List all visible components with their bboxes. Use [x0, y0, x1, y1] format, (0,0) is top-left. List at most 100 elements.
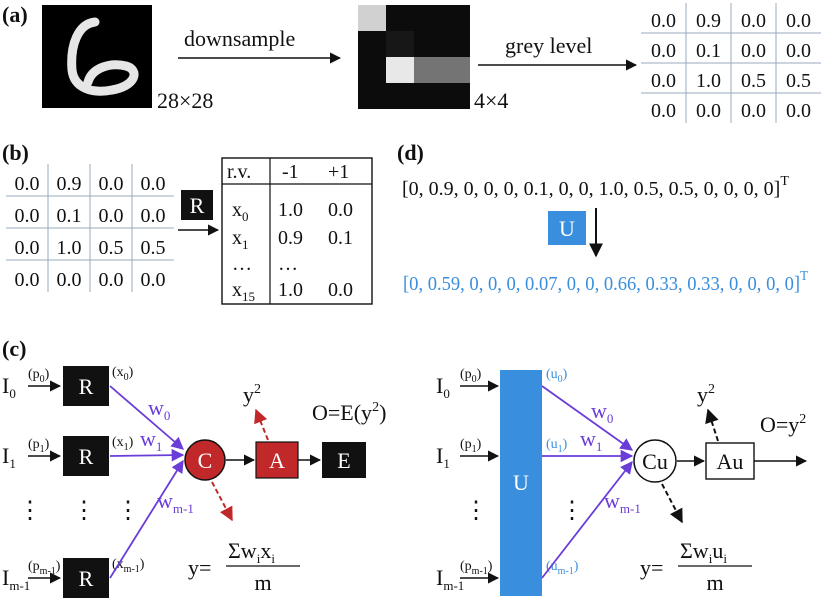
matrix-a-cell: 0.5 — [786, 70, 811, 92]
matrix-a-cell: 0.0 — [696, 100, 721, 122]
table-row-var: x1 — [232, 227, 249, 252]
matrix-b-cell: 0.5 — [99, 237, 124, 259]
vertical-dots-left: ⋮ — [18, 498, 42, 524]
matrix-a-cell: 1.0 — [696, 70, 721, 92]
svg-text:y=: y= — [640, 555, 663, 580]
table-row-neg: 1.0 — [278, 279, 303, 301]
weight-label-left: w1 — [140, 426, 162, 454]
panel-label-c: (c) — [2, 336, 26, 361]
grid-cell — [414, 31, 442, 57]
panel-label-a: (a) — [2, 2, 28, 27]
matrix-b-cell: 0.0 — [141, 205, 166, 227]
weight-label-right: w1 — [580, 426, 602, 454]
matrix-a-cell: 0.0 — [651, 100, 676, 122]
au-node: Au — [705, 442, 755, 480]
weight-label-left: wm-1 — [157, 488, 194, 516]
input-label-left: I0 — [2, 373, 16, 401]
network-right: I0(p0)(u0)I1(p1)(u1)Im-1(pm-1)(um-1)w0w1… — [436, 367, 641, 593]
c-to-y-dashed-arrow — [211, 481, 233, 522]
vector-bottom: [0, 0.59, 0, 0, 0, 0.07, 0, 0, 0.66, 0.3… — [403, 269, 808, 295]
matrix-a-cell: 0.1 — [696, 40, 721, 62]
svg-text:m: m — [254, 570, 271, 595]
r-node — [63, 436, 109, 476]
weight-edge-right — [541, 385, 634, 451]
panel-label-b: (b) — [2, 140, 29, 165]
input-label-right: Im-1 — [436, 565, 464, 593]
grid-cell — [442, 5, 470, 31]
size-label-4: 4×4 — [474, 88, 508, 113]
u-label-right: (u1) — [546, 437, 568, 455]
grid-cell — [442, 83, 470, 109]
matrix-a-cell: 0.0 — [741, 10, 766, 32]
vector-top: [0, 0.9, 0, 0, 0, 0.1, 0, 0, 1.0, 0.5, 0… — [402, 174, 789, 200]
weight-edge-right — [541, 461, 633, 579]
weight-edge-left — [109, 385, 184, 450]
panel-label-d: (d) — [397, 140, 424, 165]
u-label-right: (um-1) — [546, 559, 579, 577]
matrix-a-cell: 0.0 — [741, 40, 766, 62]
svg-text:Σwiui: Σwiui — [680, 538, 727, 566]
matrix-b-cell: 1.0 — [57, 237, 82, 259]
prob-label-left: (p0) — [28, 367, 50, 385]
r-node-label: R — [79, 374, 94, 399]
c-node: C — [184, 439, 226, 481]
matrix-a-cell: 0.0 — [651, 40, 676, 62]
matrix-b-cell: 0.0 — [99, 205, 124, 227]
grid-cell — [414, 57, 442, 83]
input-label-right: I1 — [436, 443, 450, 471]
matrix-b-cell: 0.1 — [57, 205, 82, 227]
au-to-y2-dashed-arrow — [705, 408, 719, 442]
matrix-a-cell: 0.5 — [741, 70, 766, 92]
matrix-b-cell: 0.0 — [15, 173, 40, 195]
matrix-b-cell: 0.0 — [57, 269, 82, 291]
svg-text:y=: y= — [188, 555, 211, 580]
matrix-a-cell: 0.0 — [786, 100, 811, 122]
svg-text:A: A — [269, 448, 285, 473]
input-label-left: I1 — [2, 443, 16, 471]
output-left: O=E(y2) — [312, 400, 386, 425]
weight-edge-left — [109, 448, 185, 462]
weight-label-right: wm-1 — [604, 488, 641, 516]
digit-image-28x28 — [42, 5, 152, 108]
matrix-b-cell: 0.5 — [141, 237, 166, 259]
grid-cell — [358, 31, 386, 57]
grid-cell — [386, 83, 414, 109]
x-label-left: (x1) — [112, 435, 134, 453]
svg-text:Cu: Cu — [642, 449, 668, 474]
cu-to-y-dashed-arrow — [661, 483, 683, 524]
matrix-b-cell: 0.0 — [15, 269, 40, 291]
table-header-rv: r.v. — [227, 161, 251, 183]
matrix-a-cell: 0.0 — [786, 40, 811, 62]
prob-label-right: (pm-1) — [460, 559, 493, 577]
u-label-right: (u0) — [546, 367, 568, 385]
vertical-dots-left: ⋮ — [72, 498, 96, 524]
y2-right: y2 — [697, 382, 715, 407]
svg-text:C: C — [198, 448, 213, 473]
r-node — [63, 366, 109, 406]
matrix-b-cell: 0.0 — [15, 205, 40, 227]
grid-cell — [358, 57, 386, 83]
grid-cell — [414, 5, 442, 31]
r-box-b: R — [181, 190, 213, 220]
svg-text:U: U — [559, 216, 575, 241]
table-row-var: x0 — [232, 199, 249, 224]
matrix-b-cell: 0.0 — [141, 173, 166, 195]
downsample-label: downsample — [184, 26, 295, 51]
output-right: O=y2 — [760, 412, 806, 437]
r-node — [63, 558, 109, 598]
prob-label-right: (p1) — [460, 437, 482, 455]
table-row-neg: 0.9 — [278, 227, 303, 249]
matrix-b-cell: 0.0 — [15, 237, 40, 259]
matrix-a-cell: 0.0 — [786, 10, 811, 32]
weight-label-right: w0 — [591, 398, 613, 426]
formula-left: y= Σwixi m — [188, 538, 300, 595]
matrix-a-cell: 0.0 — [741, 100, 766, 122]
u-box-d: U — [548, 211, 586, 245]
grid-cell — [386, 31, 414, 57]
matrix-b-cell: 0.0 — [99, 269, 124, 291]
prob-label-left: (pm-1) — [28, 559, 61, 577]
